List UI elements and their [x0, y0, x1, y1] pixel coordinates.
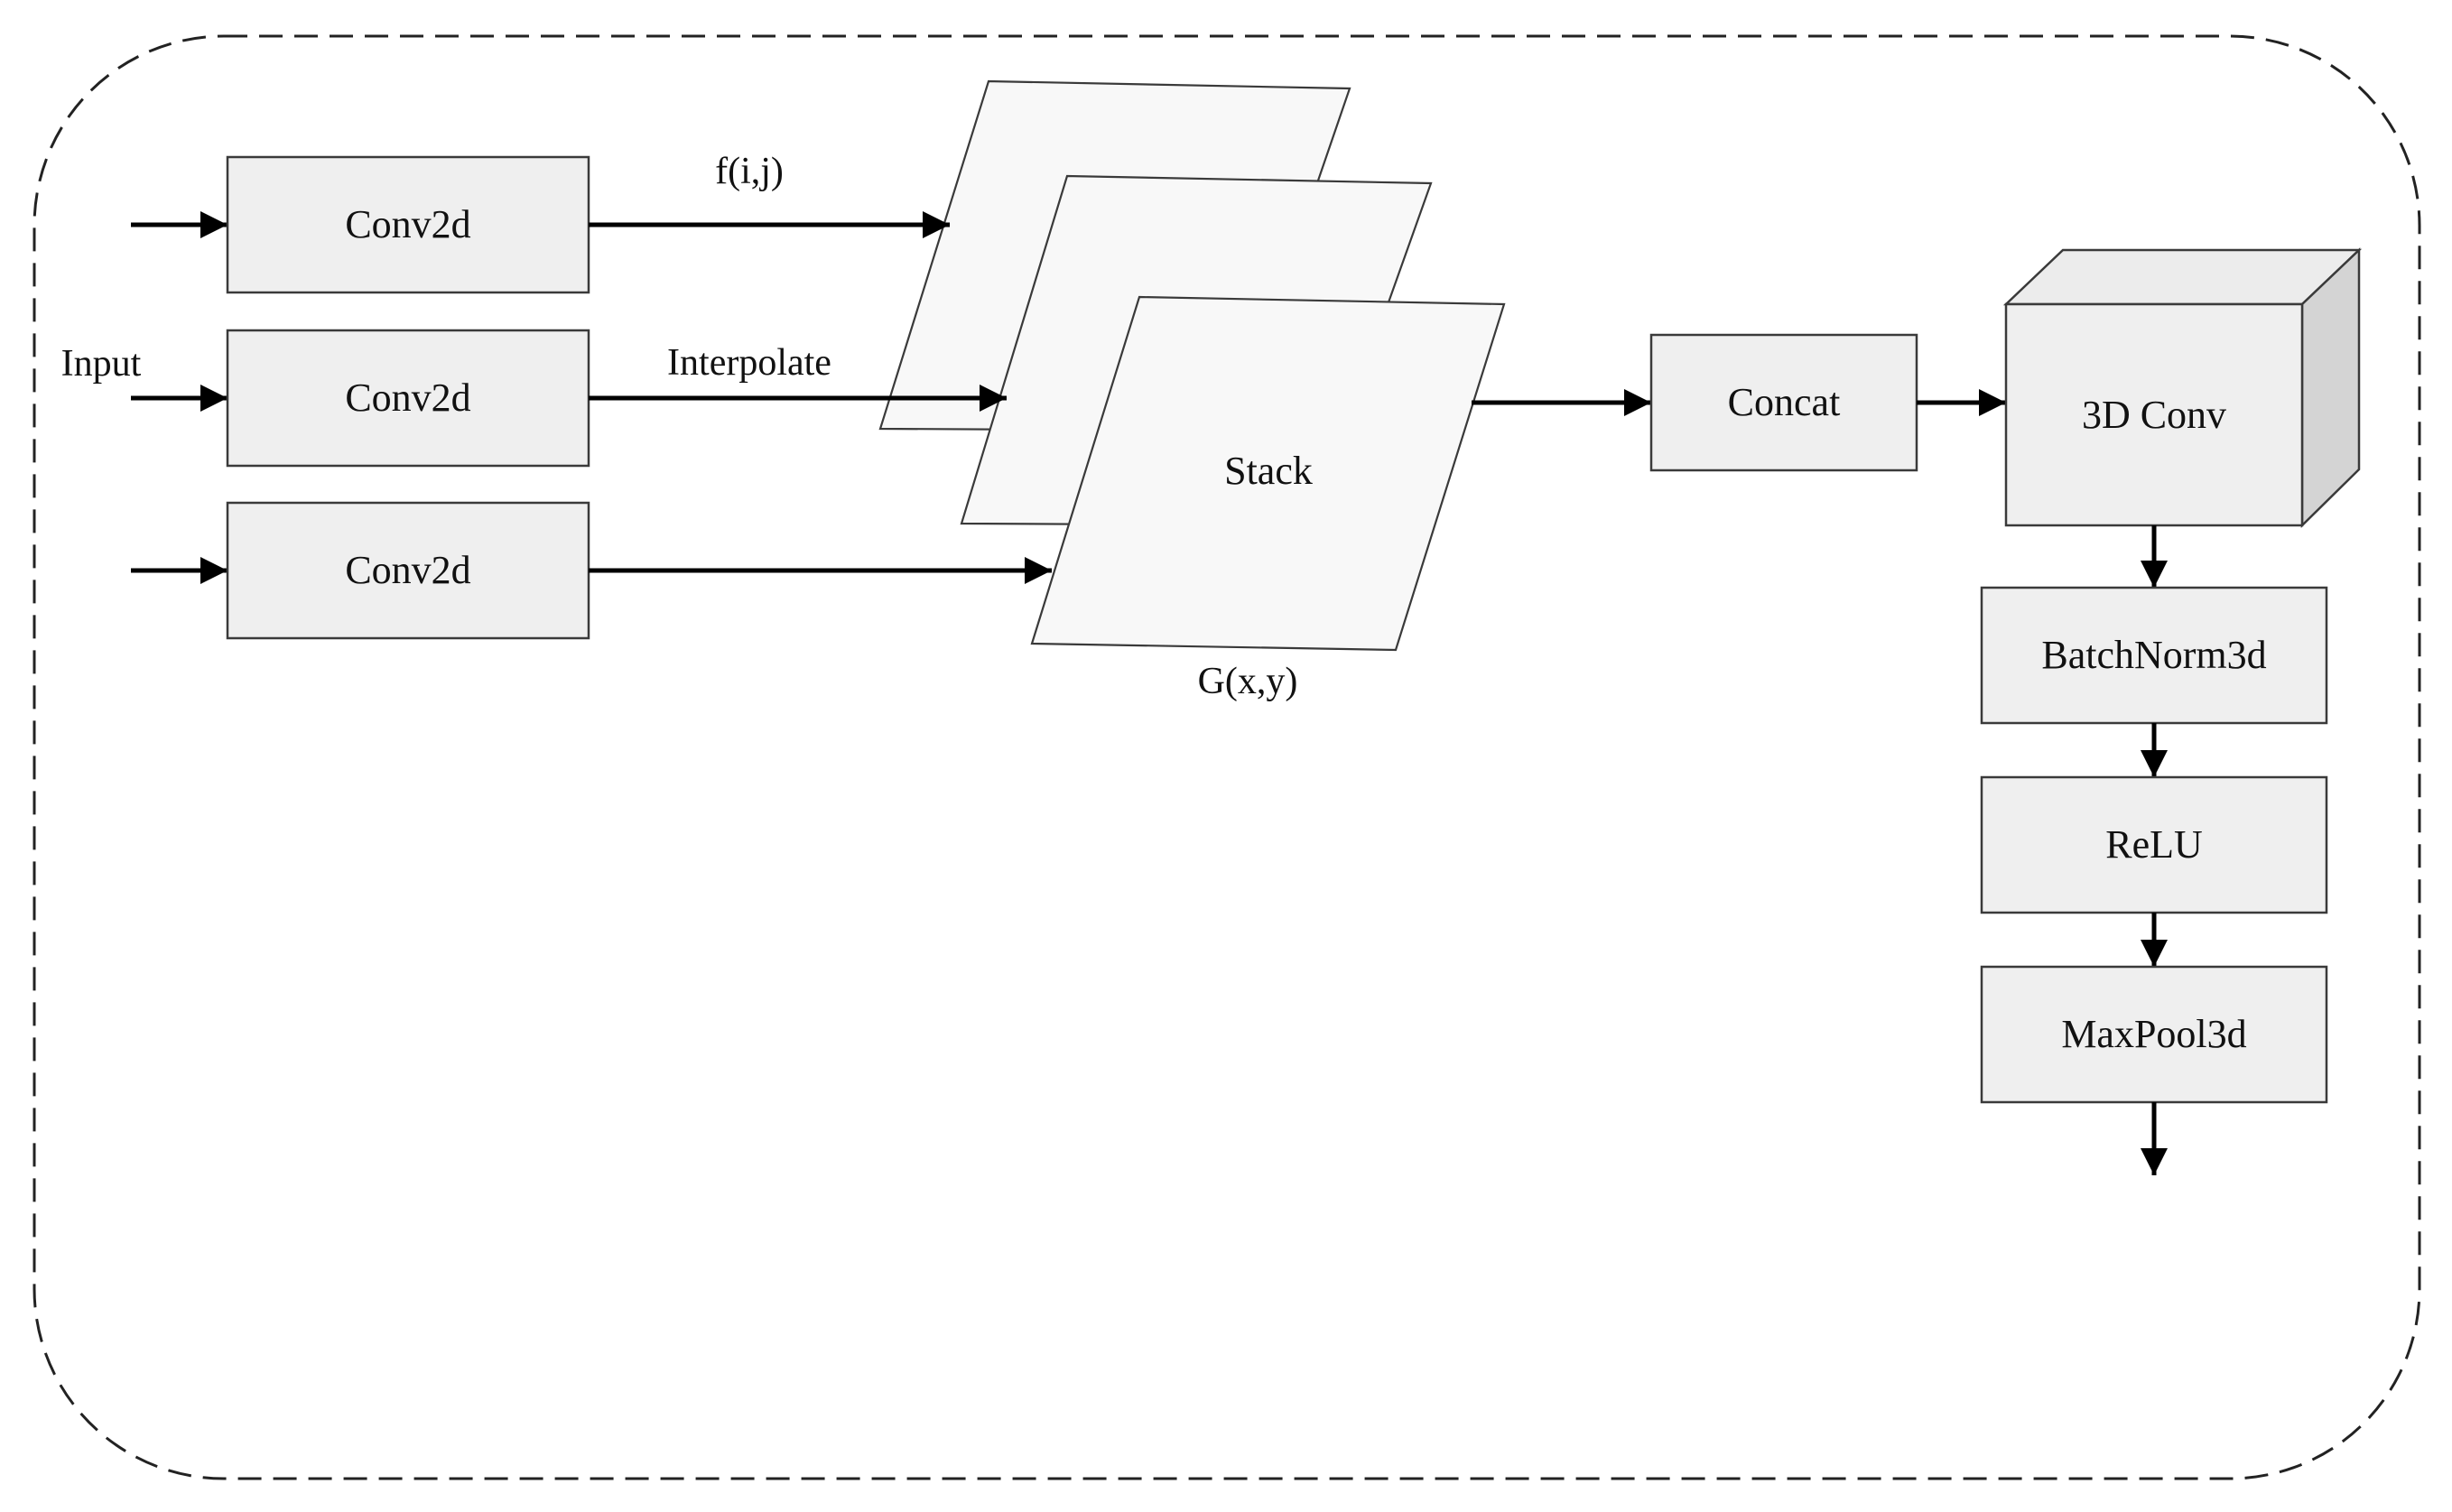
conv3d-label: 3D Conv — [2082, 393, 2226, 437]
g-xy-label: G(x,y) — [1198, 661, 1298, 702]
conv2d-block-bot: Conv2d — [226, 501, 590, 640]
input-label: Input — [61, 343, 142, 385]
concat-label: Concat — [1728, 380, 1841, 424]
batchnorm3d-label: BatchNorm3d — [2041, 633, 2266, 677]
conv2d-block-top: Conv2d — [226, 155, 590, 294]
relu-label: ReLU — [2105, 822, 2203, 867]
conv2d-bot-label: Conv2d — [345, 548, 470, 592]
maxpool3d-label: MaxPool3d — [2061, 1012, 2246, 1056]
conv3d-cube: 3D Conv — [2002, 247, 2363, 528]
conv2d-block-mid: Conv2d — [226, 329, 590, 468]
maxpool3d-block: MaxPool3d — [1980, 965, 2328, 1104]
cube-front-face — [2004, 302, 2304, 527]
batchnorm3d-block: BatchNorm3d — [1980, 586, 2328, 725]
conv2d-top-label: Conv2d — [345, 202, 470, 246]
cube-top-face — [2002, 248, 2363, 306]
stack-label: Stack — [1224, 449, 1313, 493]
concat-block: Concat — [1649, 333, 1918, 472]
conv2d-mid-label: Conv2d — [345, 376, 470, 420]
relu-block: ReLU — [1980, 775, 2328, 914]
f-ij-label: f(i,j) — [715, 151, 784, 192]
feature-plane-front — [1030, 295, 1506, 652]
interpolate-label: Interpolate — [667, 342, 831, 384]
dashed-frame — [33, 34, 2421, 1480]
